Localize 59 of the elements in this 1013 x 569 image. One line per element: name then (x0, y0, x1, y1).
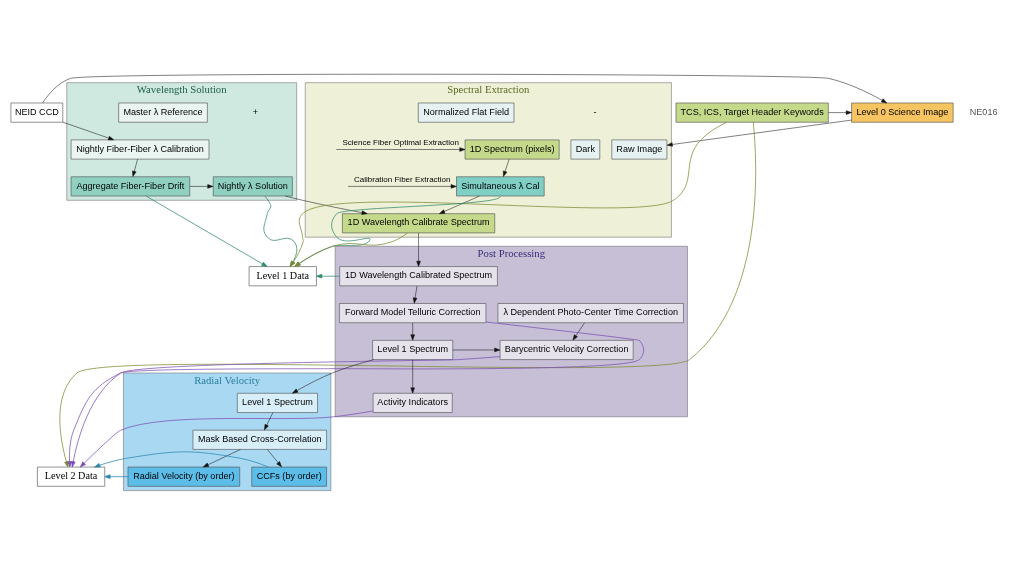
arrow (62, 121, 115, 141)
arrow (132, 159, 138, 177)
label: NE016 (969, 106, 998, 117)
node-box: Barycentric Velocity Correction (499, 340, 634, 360)
arrow (79, 410, 374, 468)
node-box: Level 0 Science Image (851, 102, 954, 123)
node-box: Aggregate Fiber-Fiber Drift (70, 176, 191, 197)
node-box: Nightly Fiber-Fiber λ Calibration (70, 139, 210, 160)
arrow (94, 451, 269, 468)
node-box: Master λ Reference (118, 102, 208, 123)
node-box: 1D Spectrum (pixels) (464, 139, 560, 160)
node-box: λ Dependent Photo-Center Time Correction (497, 303, 684, 324)
arrow (67, 321, 645, 468)
arrow (439, 195, 480, 214)
node-box: Level 1 Spectrum (237, 392, 318, 413)
label: - (593, 106, 597, 117)
arrow (294, 196, 501, 267)
node-box: Level 1 Data (248, 266, 317, 287)
arrow (264, 412, 274, 431)
node-box: Raw Image (611, 139, 668, 160)
arrow (503, 159, 510, 177)
node-box: Level 1 Spectrum (372, 340, 454, 360)
arrow (316, 273, 340, 279)
node-box: NEID CCD (10, 102, 64, 123)
arrow (267, 449, 282, 468)
arrow (292, 359, 374, 394)
arrow (828, 110, 852, 115)
node-box: Level 2 Data (37, 466, 106, 487)
node-box: Activity Indicators (372, 392, 453, 413)
node-box: Normalized Flat Field (417, 102, 515, 123)
arrow (71, 356, 501, 468)
arrow (412, 285, 418, 304)
node-box: Dark (570, 139, 601, 160)
arrow (416, 232, 421, 267)
arrow (410, 322, 415, 341)
node-box: TCS, ICS, Target Header Keywords (675, 102, 829, 123)
arrow (59, 121, 757, 468)
node-box: Mask Based Cross-Correlation (192, 429, 327, 450)
arrow (410, 359, 415, 394)
label: + (252, 106, 259, 117)
arrow (202, 449, 241, 468)
node-box: Nightly λ Solution (212, 176, 293, 197)
arrow (285, 195, 368, 215)
arrow (104, 474, 129, 479)
node-box: 1D Wavelength Calibrate Spectrum (342, 213, 496, 234)
node-box: Simultaneous λ Cal (456, 176, 545, 197)
arrow (294, 232, 408, 267)
arrow (572, 322, 585, 341)
arrow (145, 195, 268, 267)
arrow (666, 119, 852, 147)
node-box: 1D Wavelength Calibrated Spectrum (339, 266, 498, 287)
arrow (347, 184, 457, 189)
arrow (189, 184, 214, 189)
arrow (336, 147, 466, 152)
node-box: CCFs (by order) (251, 466, 327, 487)
arrow (452, 347, 501, 353)
arrow (42, 74, 888, 104)
node-box: Radial Velocity (by order) (127, 466, 241, 487)
node-box: Forward Model Telluric Correction (339, 303, 487, 324)
